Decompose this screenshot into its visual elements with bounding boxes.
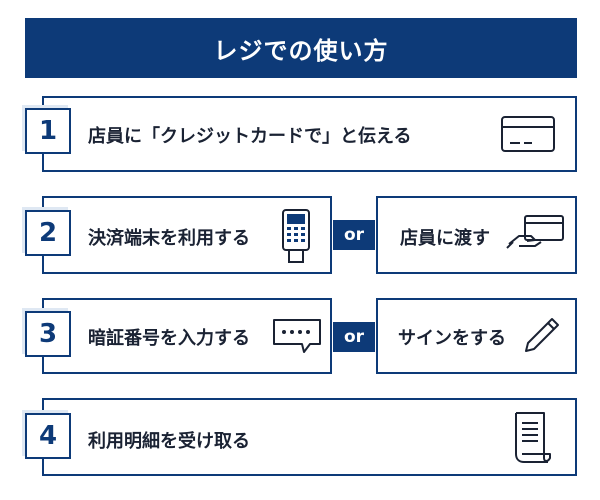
step-4-label: 利用明細を受け取る	[88, 431, 250, 452]
step-3-number-badge: 3	[22, 308, 71, 357]
or-badge-step-2: or	[333, 220, 375, 250]
step-2-alt-label: 店員に渡す	[400, 228, 490, 249]
step-4-number-badge: 4	[22, 410, 71, 459]
step-4-number: 4	[25, 413, 71, 459]
step-3-card	[42, 298, 332, 374]
step-2-label: 決済端末を利用する	[88, 228, 250, 249]
step-1-card	[42, 96, 577, 172]
step-2-number-badge: 2	[22, 207, 71, 256]
step-3-number: 3	[25, 311, 71, 357]
step-4-card	[42, 398, 577, 476]
credit-card-icon	[501, 116, 555, 152]
or-badge-step-3: or	[333, 322, 375, 352]
payment-terminal-icon	[282, 209, 310, 263]
step-1-number-badge: 1	[22, 105, 71, 154]
page-title: レジでの使い方	[25, 18, 577, 78]
pen-icon	[525, 318, 559, 352]
step-3-label: 暗証番号を入力する	[88, 328, 250, 349]
step-1-number: 1	[25, 108, 71, 154]
step-3-alt-card	[376, 298, 577, 374]
step-1-label: 店員に「クレジットカードで」と伝える	[88, 126, 412, 147]
step-3-alt-label: サインをする	[398, 328, 506, 349]
step-2-number: 2	[25, 210, 71, 256]
hand-card-icon	[506, 215, 564, 249]
receipt-icon	[515, 412, 551, 463]
pin-dots-icon	[273, 319, 321, 353]
